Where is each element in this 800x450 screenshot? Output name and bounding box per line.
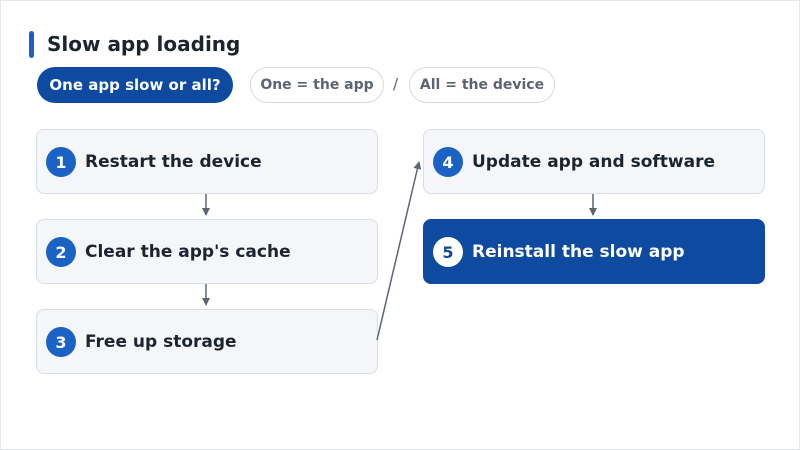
step-clear-cache: 2 Clear the app's cache — [36, 219, 378, 284]
title-accent-bar — [29, 31, 34, 58]
option-separator: / — [393, 75, 399, 93]
step-update-software: 4 Update app and software — [423, 129, 765, 194]
arrow-step3-to-step4 — [376, 161, 422, 341]
step-label: Restart the device — [85, 152, 262, 172]
step-label: Free up storage — [85, 332, 237, 352]
page-title: Slow app loading — [47, 32, 241, 56]
step-number-badge: 3 — [46, 327, 76, 357]
option-chip-all-device: All = the device — [409, 67, 555, 103]
option-chip-one-app: One = the app — [250, 67, 384, 103]
step-number-badge: 5 — [433, 237, 463, 267]
step-label: Update app and software — [472, 152, 715, 172]
step-label: Clear the app's cache — [85, 242, 291, 262]
step-restart-device: 1 Restart the device — [36, 129, 378, 194]
step-number-badge: 1 — [46, 147, 76, 177]
step-reinstall-app: 5 Reinstall the slow app — [423, 219, 765, 284]
question-chip: One app slow or all? — [37, 67, 233, 103]
step-free-storage: 3 Free up storage — [36, 309, 378, 374]
step-number-badge: 4 — [433, 147, 463, 177]
step-label: Reinstall the slow app — [472, 242, 685, 262]
step-number-badge: 2 — [46, 237, 76, 267]
